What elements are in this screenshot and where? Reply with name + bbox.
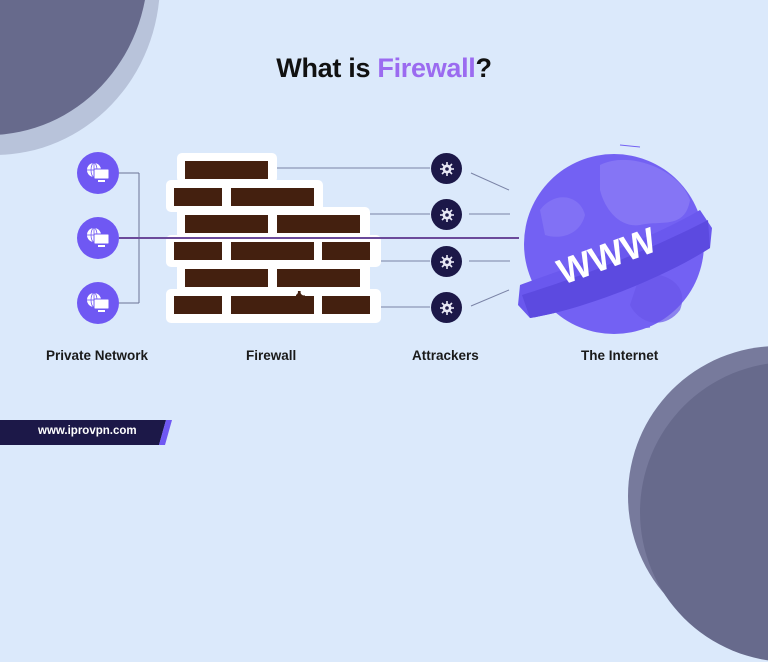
globe-monitor-icon bbox=[87, 162, 110, 182]
virus-icon bbox=[439, 300, 454, 315]
internet-globe-icon: WWW bbox=[518, 144, 712, 334]
label-internet: The Internet bbox=[581, 348, 659, 363]
title-suffix: ? bbox=[475, 53, 493, 83]
attacker-node-2 bbox=[431, 199, 462, 230]
page-title: What is Firewall? bbox=[0, 53, 768, 84]
globe-monitor-icon bbox=[87, 227, 110, 247]
label-firewall: Firewall bbox=[246, 348, 297, 363]
virus-icon bbox=[439, 254, 454, 269]
globe-monitor-icon bbox=[87, 292, 110, 312]
firewall-wall-icon bbox=[166, 153, 381, 323]
label-private-network: Private Network bbox=[46, 348, 149, 363]
footer-banner bbox=[0, 420, 172, 445]
private-network-node-1 bbox=[77, 152, 119, 194]
virus-icon bbox=[439, 161, 454, 176]
private-network-node-3 bbox=[77, 282, 119, 324]
footer-url[interactable]: www.iprovpn.com bbox=[38, 425, 137, 437]
virus-icon bbox=[439, 207, 454, 222]
attacker-node-4 bbox=[431, 292, 462, 323]
label-attackers: Attrackers bbox=[412, 348, 479, 363]
title-prefix: What is bbox=[276, 53, 378, 83]
firewall-diagram: WWW bbox=[119, 144, 712, 334]
title-accent: Firewall bbox=[377, 53, 476, 83]
attacker-node-1 bbox=[431, 153, 462, 184]
attacker-node-3 bbox=[431, 246, 462, 277]
private-network-node-2 bbox=[77, 217, 119, 259]
attacker-links bbox=[277, 167, 510, 308]
